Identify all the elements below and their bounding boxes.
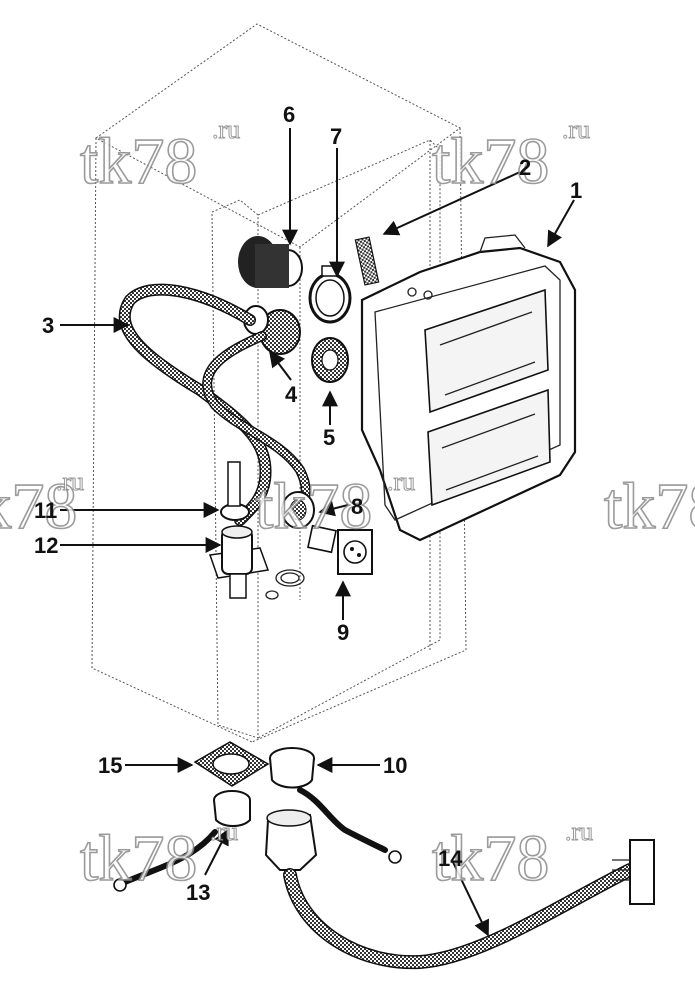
svg-text:tk78: tk78 bbox=[0, 470, 77, 543]
watermark-mid-center: tk78 .ru bbox=[254, 467, 415, 544]
connector-8 bbox=[281, 491, 315, 529]
callout-9: 9 bbox=[337, 620, 349, 645]
connector-ring-5 bbox=[311, 337, 349, 383]
callout-15: 15 bbox=[98, 753, 122, 778]
callout-13: 13 bbox=[186, 880, 210, 905]
callout-10: 10 bbox=[383, 753, 407, 778]
callout-11: 11 bbox=[34, 498, 57, 523]
callout-14: 14 bbox=[438, 846, 463, 871]
svg-text:tk78: tk78 bbox=[80, 822, 197, 895]
connector-strip bbox=[354, 236, 380, 286]
svg-text:tk78: tk78 bbox=[604, 470, 695, 543]
cable-assembly-14 bbox=[264, 809, 655, 970]
svg-text:.ru: .ru bbox=[212, 115, 240, 144]
multi-pin-plug-4 bbox=[243, 305, 301, 355]
watermark-bottom-right: tk78 .ru bbox=[431, 817, 593, 896]
wire-harness-3 bbox=[118, 283, 311, 526]
svg-text:.ru: .ru bbox=[210, 817, 238, 846]
callout-1: 1 bbox=[570, 178, 582, 203]
callout-8: 8 bbox=[351, 494, 363, 519]
square-gasket-15 bbox=[193, 741, 270, 787]
watermark-mid-left: tk78 .ru bbox=[0, 467, 85, 544]
svg-text:.ru: .ru bbox=[56, 467, 84, 496]
svg-text:.ru: .ru bbox=[565, 817, 593, 846]
leader-lines bbox=[60, 128, 575, 937]
svg-text:tk78: tk78 bbox=[432, 125, 549, 198]
callout-12: 12 bbox=[34, 533, 58, 558]
round-connector-6 bbox=[238, 236, 303, 288]
callout-7: 7 bbox=[330, 124, 342, 149]
dust-cap-10 bbox=[269, 747, 402, 864]
panel-connector-9 bbox=[307, 524, 373, 575]
svg-text:.ru: .ru bbox=[562, 115, 590, 144]
callout-labels: 1 2 3 4 5 6 7 8 9 10 11 12 13 14 15 bbox=[34, 102, 582, 905]
watermark-bottom-left: tk78 .ru bbox=[79, 817, 238, 896]
clamp-ring-7 bbox=[308, 265, 352, 324]
watermark-top-right: tk78 .ru bbox=[431, 115, 590, 199]
svg-text:.ru: .ru bbox=[387, 467, 415, 496]
bulkhead-connector-12 bbox=[208, 525, 270, 599]
cabinet-housing bbox=[91, 23, 467, 743]
callout-6: 6 bbox=[283, 102, 295, 127]
callout-5: 5 bbox=[323, 425, 335, 450]
small-cap-13 bbox=[113, 790, 251, 892]
watermark-top-left: tk78 .ru bbox=[79, 115, 240, 199]
callout-4: 4 bbox=[285, 382, 298, 407]
watermark-mid-right: tk78 bbox=[603, 469, 695, 544]
control-panel-bezel bbox=[360, 234, 577, 542]
callout-3: 3 bbox=[42, 313, 54, 338]
svg-text:tk78: tk78 bbox=[432, 822, 549, 895]
callout-2: 2 bbox=[519, 155, 531, 180]
svg-text:tk78: tk78 bbox=[255, 470, 372, 543]
gasket-11 bbox=[220, 461, 250, 521]
svg-text:tk78: tk78 bbox=[80, 125, 197, 198]
